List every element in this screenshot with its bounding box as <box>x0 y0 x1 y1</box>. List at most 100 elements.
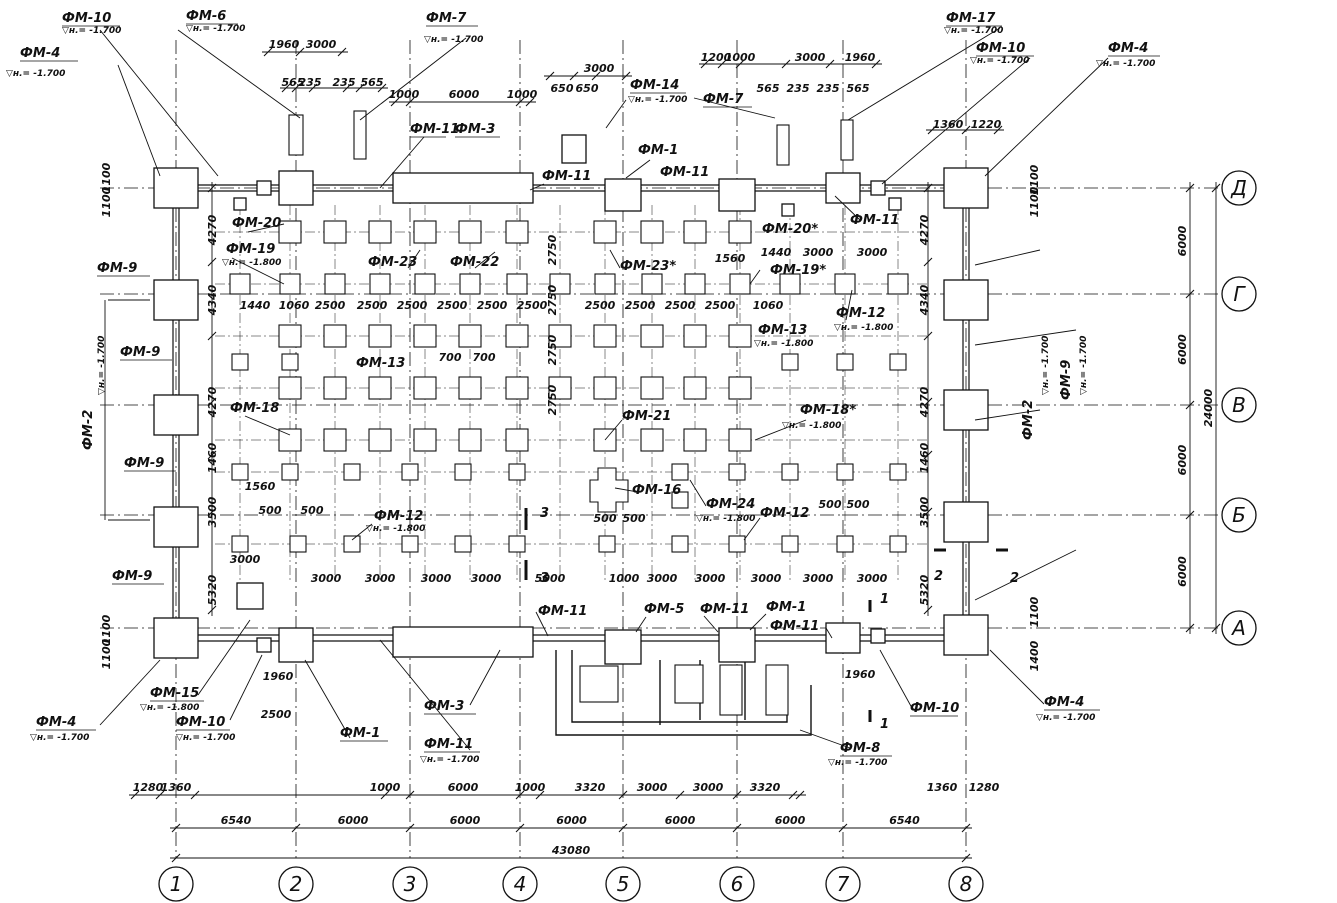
dimension-tick <box>1185 289 1195 299</box>
column-footing <box>640 324 664 348</box>
dimension-tick <box>342 83 352 93</box>
column-footing <box>728 220 752 244</box>
dimension-text: 2500 <box>625 299 656 312</box>
leader-line <box>229 654 263 721</box>
dimension-text: 6000 <box>338 814 369 827</box>
leader-line <box>535 611 549 637</box>
footing <box>870 628 886 644</box>
leader-lines <box>20 23 1160 757</box>
column-footing <box>229 273 251 295</box>
leader-line <box>984 57 1109 177</box>
section-marks: 3 3 1 1 2 2 <box>540 506 1019 732</box>
dimension-text: 235 <box>817 82 840 95</box>
column-footing <box>683 376 707 400</box>
dimension-text: 1100 <box>100 162 113 193</box>
column-footing <box>671 535 689 553</box>
leader-line <box>244 415 291 436</box>
footing <box>604 178 642 212</box>
dimension-text: 3000 <box>857 572 888 585</box>
dimension-tick <box>1211 183 1221 193</box>
dimension-text: 500 <box>623 512 646 525</box>
dimension-text: 3000 <box>365 572 396 585</box>
dimension-tick <box>308 83 318 93</box>
footing <box>825 622 861 654</box>
label-fm11-b4: ФМ-11 <box>770 619 819 634</box>
column-footing <box>279 273 301 295</box>
dimension-text: 235 <box>333 76 356 89</box>
dimension-tick <box>732 790 742 800</box>
dimension-tick <box>961 853 971 863</box>
elev-fm2-left: ▽н.= -1.700 <box>97 336 107 395</box>
pedestal <box>840 119 854 161</box>
dimension-tick <box>377 83 387 93</box>
column-footing <box>454 535 472 553</box>
dimension-text: 3000 <box>803 572 834 585</box>
dimension-tick <box>355 83 365 93</box>
pit-cell <box>674 664 704 704</box>
dimension-text: 6000 <box>1176 444 1189 475</box>
elev-fm12-mid: ▽н.= -1.800 <box>366 524 425 534</box>
axis-label-row: Б <box>1232 503 1246 527</box>
column-footing <box>836 535 854 553</box>
pit-outline <box>555 650 812 736</box>
dimension-text: 1100 <box>100 614 113 645</box>
elev-fm17: ▽н.= -1.700 <box>944 26 1003 36</box>
leader-line <box>177 29 301 119</box>
column-footing <box>401 535 419 553</box>
column-footing <box>684 273 706 295</box>
pit-cell <box>765 664 789 716</box>
footing <box>153 617 199 659</box>
column-footing <box>231 535 249 553</box>
dimension-tick <box>291 83 301 93</box>
label-fm14: ФМ-14 <box>630 78 679 93</box>
dimension-text: 1960 <box>269 38 300 51</box>
column-footing <box>781 463 799 481</box>
dimension-tick <box>838 823 848 833</box>
elev-fm19: ▽н.= -1.800 <box>222 258 281 268</box>
axis-bubble-col <box>719 866 755 902</box>
column-footing <box>508 535 526 553</box>
dimension-tick <box>207 183 217 193</box>
elev-fm24: ▽н.= -1.800 <box>696 514 755 524</box>
column-footing <box>836 353 854 371</box>
label-fm18-star: ФМ-18* <box>800 403 856 418</box>
leader-line <box>847 27 1001 121</box>
axis-bubble-col <box>825 866 861 902</box>
dimension-text: 5320 <box>206 574 219 605</box>
axis-bubble-row <box>1221 610 1257 646</box>
dimension-text: 6000 <box>665 814 696 827</box>
dimension-tick <box>618 823 628 833</box>
section-mark-3-bottom: 3 <box>540 571 549 586</box>
dimension-text: 650 <box>551 82 574 95</box>
dimension-text: 1960 <box>263 670 294 683</box>
dimension-text: 565 <box>847 82 870 95</box>
column-footing <box>887 273 909 295</box>
label-fm9-3: ФМ-9 <box>124 456 164 471</box>
dimension-tick <box>795 790 805 800</box>
elev-fm12-right: ▽н.= -1.800 <box>834 323 893 333</box>
column-footing <box>458 324 482 348</box>
footing <box>153 506 199 548</box>
column-footing <box>458 376 482 400</box>
leader-line <box>703 615 719 633</box>
column-footing <box>641 273 663 295</box>
column-footing <box>324 273 346 295</box>
leader-line <box>799 729 851 749</box>
dimension-text: 2750 <box>546 234 559 265</box>
dimension-text: 1060 <box>753 299 784 312</box>
dimension-text: 1360 <box>927 781 958 794</box>
dimension-tick <box>923 257 933 267</box>
footing <box>278 170 314 206</box>
dimension-tick <box>515 97 525 107</box>
column-footing <box>505 428 529 452</box>
dimension-tick <box>781 59 791 69</box>
dimension-text: 1440 <box>761 246 792 259</box>
dimension-tick <box>535 790 545 800</box>
dimension-tick <box>130 790 140 800</box>
leader-line <box>604 419 623 441</box>
column-footing <box>548 324 572 348</box>
dimension-text: 2500 <box>261 708 292 721</box>
column-footing <box>413 220 437 244</box>
section-mark-1-top: 1 <box>880 592 889 607</box>
